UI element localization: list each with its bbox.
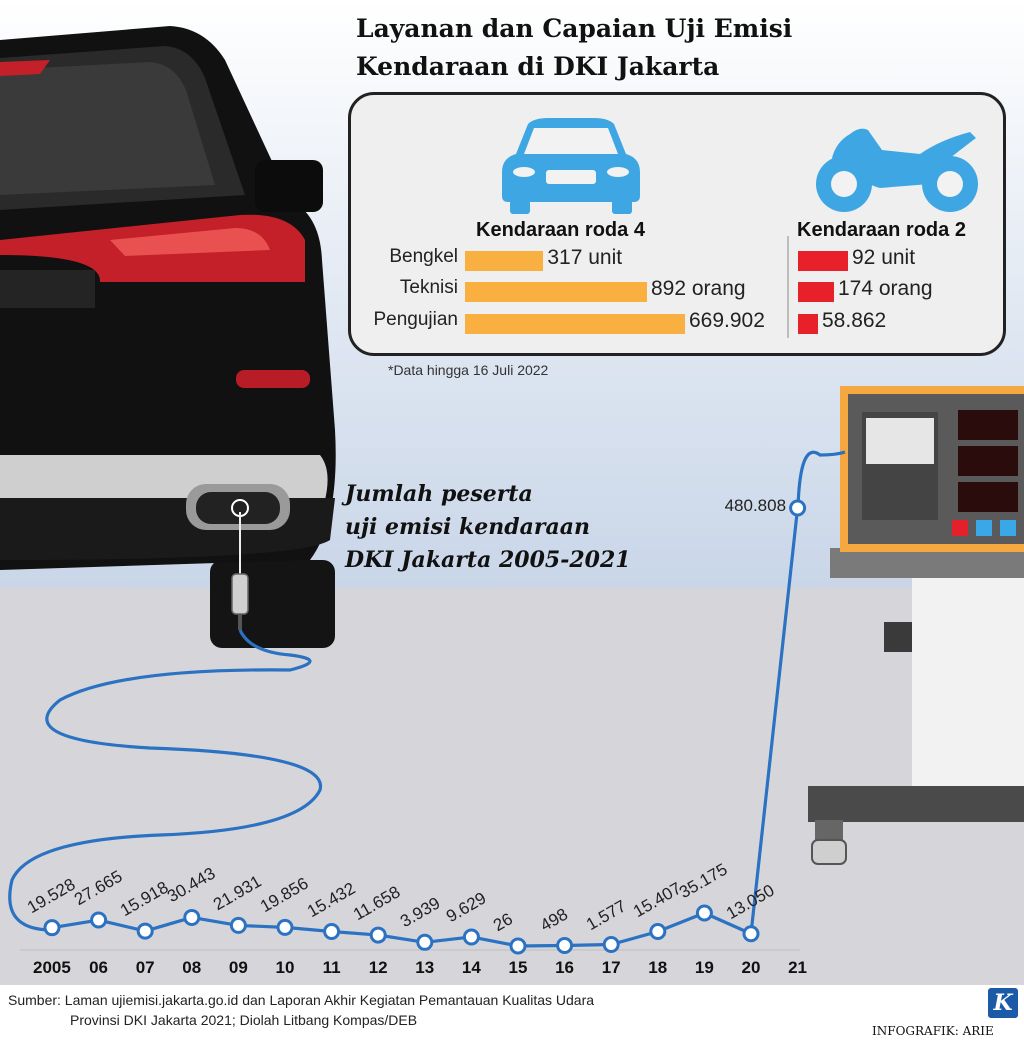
x-tick-13: 13 xyxy=(415,958,435,977)
x-tick-19: 19 xyxy=(694,958,714,977)
hose-to-machine xyxy=(796,450,846,509)
data-point-13 xyxy=(416,933,434,951)
car-illustration xyxy=(0,26,336,648)
chart-title-line-2: uji emisi kendaraan xyxy=(345,514,590,540)
car-icon xyxy=(502,118,640,214)
row-label-pengujian: Pengujian xyxy=(373,309,458,330)
motorcycle-group-title: Kendaraan roda 2 xyxy=(797,219,966,241)
page-title: Layanan dan Capaian Uji Emisi Kendaraan … xyxy=(356,10,792,86)
x-tick-06: 06 xyxy=(89,958,109,977)
car-bar-teknisi xyxy=(465,282,647,302)
x-tick-21: 21 xyxy=(788,958,808,977)
data-point-11 xyxy=(323,923,341,941)
data-point-10 xyxy=(276,918,294,936)
data-point-12 xyxy=(369,926,387,944)
x-tick-14: 14 xyxy=(461,958,481,977)
x-tick-2005: 2005 xyxy=(33,958,71,977)
x-tick-07: 07 xyxy=(135,958,155,977)
data-point-17 xyxy=(602,936,620,954)
source-text: Sumber: Laman ujiemisi.jakarta.go.id dan… xyxy=(8,990,594,1030)
infographic-credit: INFOGRAFIK: ARIE xyxy=(872,1024,994,1038)
moto-bar-bengkel xyxy=(798,251,848,271)
data-point-2005 xyxy=(43,919,61,937)
data-point-19 xyxy=(695,904,713,922)
moto-bar-teknisi xyxy=(798,282,834,302)
data-point-15 xyxy=(509,937,527,955)
title-line-2: Kendaraan di DKI Jakarta xyxy=(356,52,720,81)
data-point-14 xyxy=(462,928,480,946)
chart-title: Jumlah peserta uji emisi kendaraan DKI J… xyxy=(345,478,631,577)
moto-value-pengujian: 58.862 xyxy=(822,309,887,332)
x-tick-10: 10 xyxy=(275,958,295,977)
data-note: *Data hingga 16 Juli 2022 xyxy=(388,362,549,378)
source-line-1: Sumber: Laman ujiemisi.jakarta.go.id dan… xyxy=(8,992,595,1008)
car-bar-bengkel xyxy=(465,251,544,271)
data-point-20 xyxy=(742,925,760,943)
data-point-21 xyxy=(789,499,807,517)
emission-tester-illustration xyxy=(808,386,1024,865)
car-group-title: Kendaraan roda 4 xyxy=(476,219,645,241)
moto-value-teknisi: 174 orang xyxy=(838,277,933,300)
motorcycle-icon xyxy=(816,128,978,212)
row-label-teknisi: Teknisi xyxy=(399,277,458,298)
x-tick-15: 15 xyxy=(508,958,528,977)
car-bar-pengujian xyxy=(465,314,685,334)
row-label-bengkel: Bengkel xyxy=(389,246,458,267)
x-tick-09: 09 xyxy=(228,958,248,977)
data-point-08 xyxy=(183,908,201,926)
x-tick-17: 17 xyxy=(601,958,621,977)
data-point-09 xyxy=(229,916,247,934)
x-tick-20: 20 xyxy=(741,958,761,977)
car-value-bengkel: 317 unit xyxy=(547,246,623,269)
data-point-07 xyxy=(136,922,154,940)
hose xyxy=(8,629,323,932)
chart-title-line-1: Jumlah peserta xyxy=(345,481,533,507)
x-tick-18: 18 xyxy=(648,958,668,977)
source-line-2: Provinsi DKI Jakarta 2021; Diolah Litban… xyxy=(70,1012,418,1028)
group-divider xyxy=(787,236,789,338)
car-value-pengujian: 669.902 xyxy=(689,309,765,332)
data-label-21: 480.808 xyxy=(724,496,787,515)
title-line-1: Layanan dan Capaian Uji Emisi xyxy=(356,14,793,43)
x-tick-12: 12 xyxy=(368,958,388,977)
data-point-06 xyxy=(90,911,108,929)
x-tick-11: 11 xyxy=(322,958,341,977)
footer-bg xyxy=(0,985,1024,1043)
kompas-logo: K xyxy=(988,988,1018,1018)
car-value-teknisi: 892 orang xyxy=(651,277,746,300)
x-tick-08: 08 xyxy=(182,958,202,977)
x-tick-16: 16 xyxy=(555,958,575,977)
data-point-16 xyxy=(556,937,574,955)
chart-title-line-3: DKI Jakarta 2005-2021 xyxy=(345,547,631,573)
data-point-18 xyxy=(649,923,667,941)
service-panel xyxy=(348,92,1006,356)
moto-bar-pengujian xyxy=(798,314,818,334)
moto-value-bengkel: 92 unit xyxy=(852,246,916,269)
